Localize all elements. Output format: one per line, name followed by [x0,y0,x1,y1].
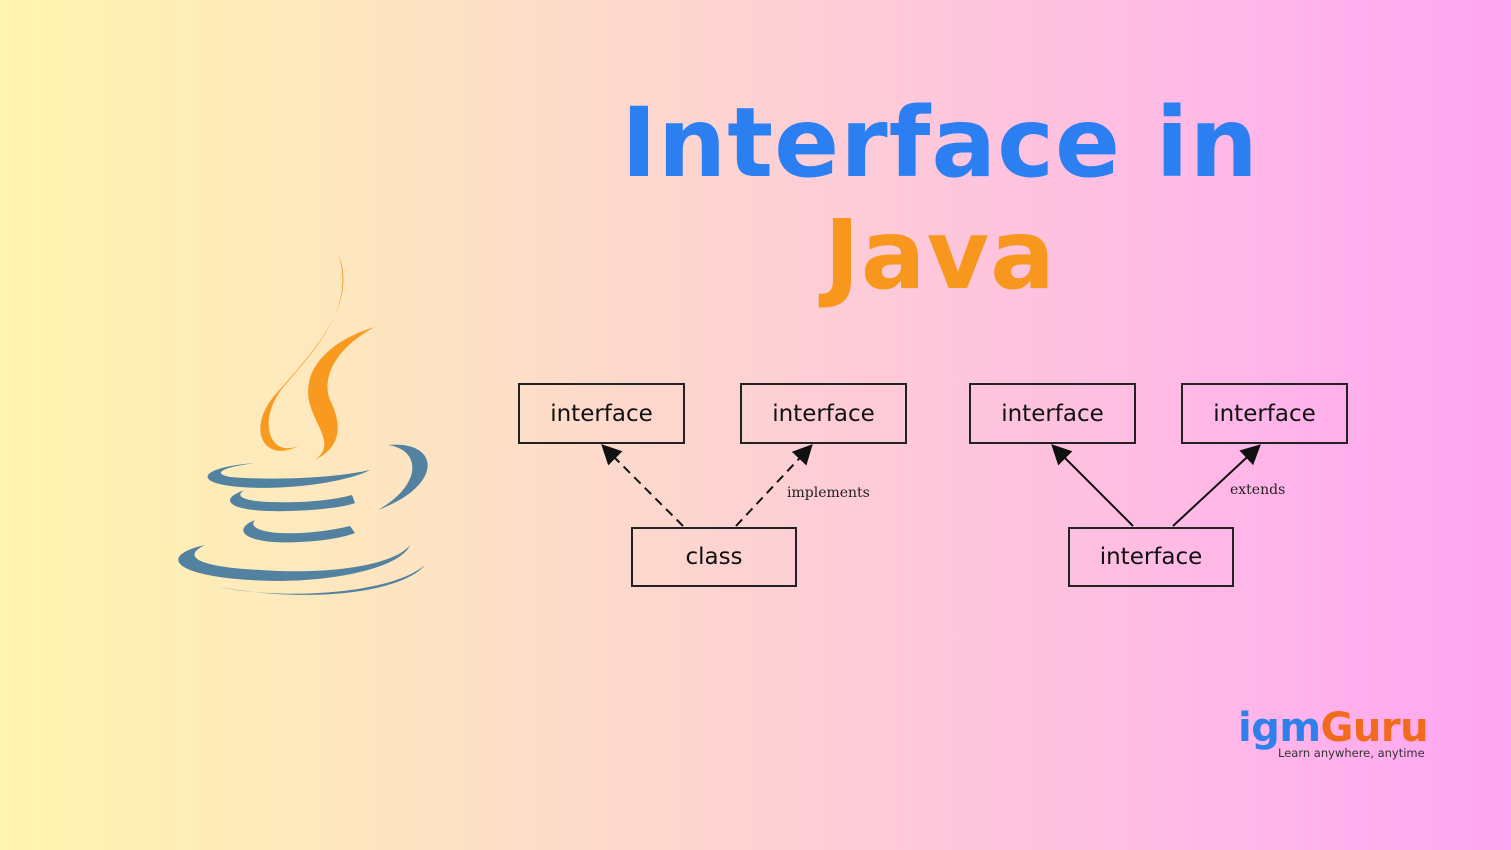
java-coffee-cup-icon [178,253,428,595]
interface-box-3: interface [969,383,1136,444]
brand-name-part2: Guru [1320,705,1429,751]
title-line-2: Java [824,199,1056,311]
title-line-1: Interface in [621,87,1259,199]
extends-label: extends [1230,482,1286,498]
class-box: class [631,527,797,587]
igmguru-logo[interactable]: igmGuru Learn anywhere, anytime [1238,705,1429,760]
interface-box-2: interface [740,383,907,444]
brand-tagline: Learn anywhere, anytime [1278,746,1425,760]
brand-name: igmGuru [1238,705,1429,751]
interface-box-1: interface [518,383,685,444]
child-interface-box: interface [1068,527,1234,587]
brand-name-part1: igm [1238,705,1321,751]
implements-label: implements [787,485,870,501]
interface-box-4: interface [1181,383,1348,444]
